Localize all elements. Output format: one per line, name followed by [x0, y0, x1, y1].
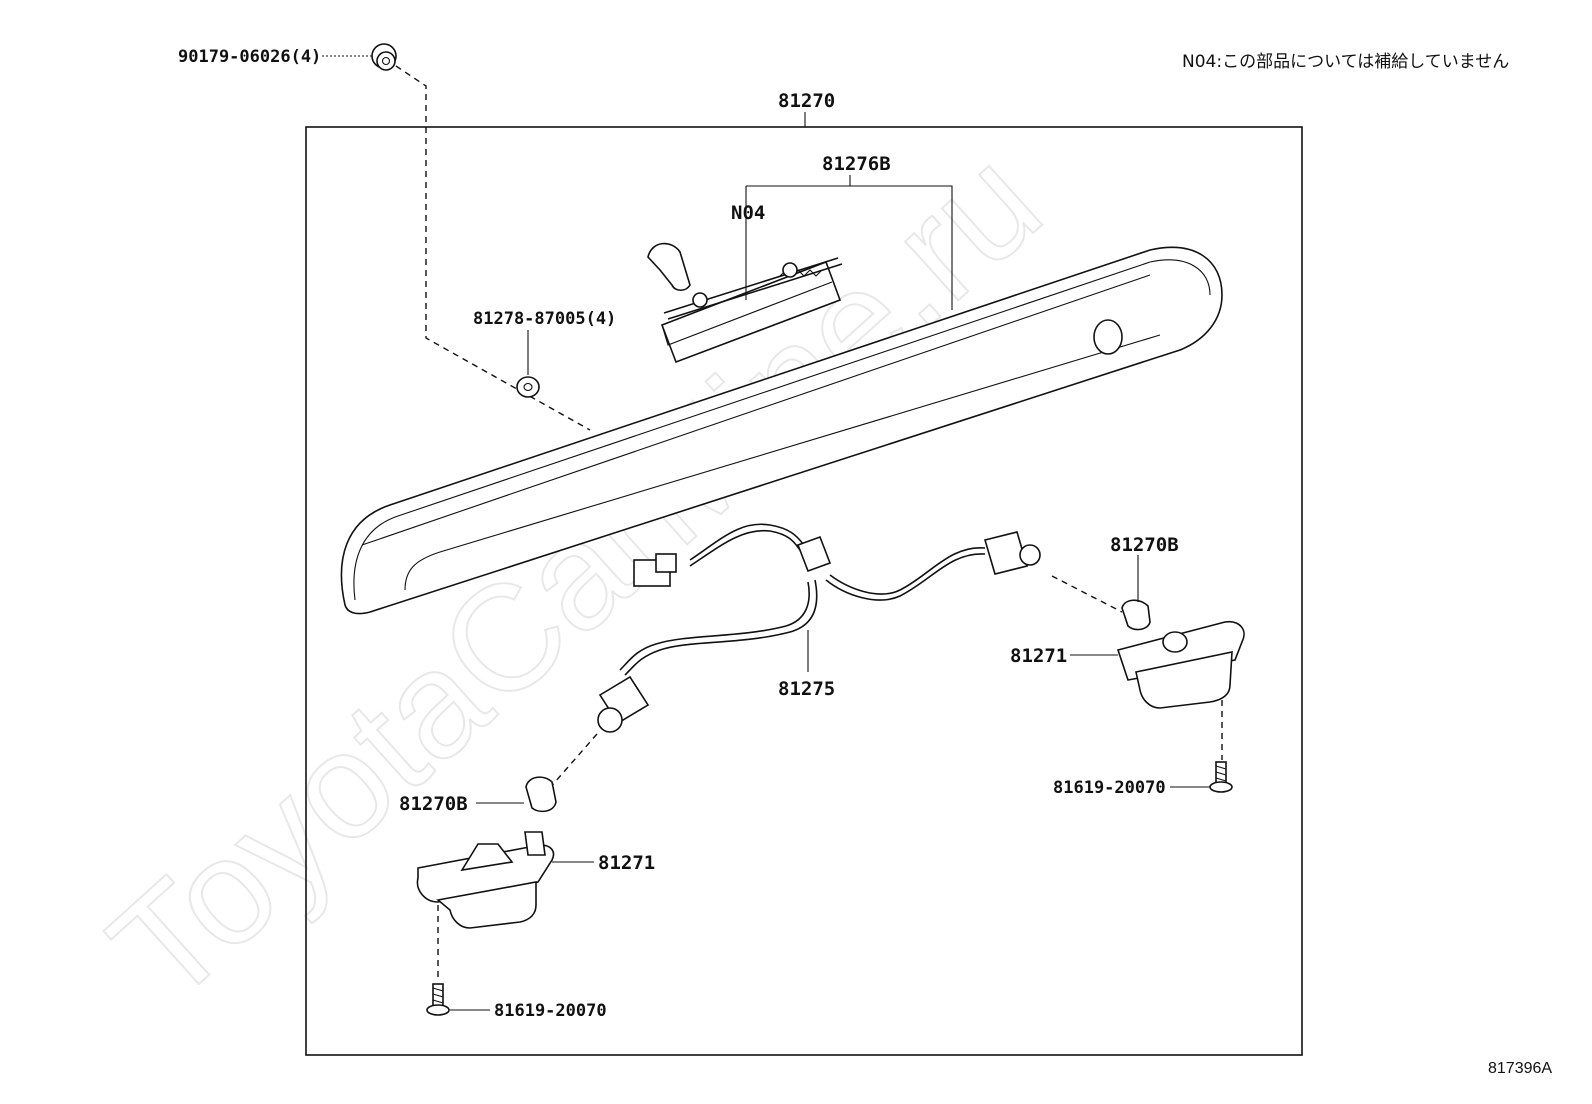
- label-wire: 81275: [778, 678, 835, 700]
- bulb-left: [525, 776, 557, 813]
- wire-harness: [597, 523, 1041, 733]
- bulb-right: [1121, 599, 1151, 631]
- screw-right: [1209, 761, 1233, 793]
- label-lamp-right: 81271: [1010, 645, 1067, 667]
- handle-part: [647, 242, 843, 364]
- label-nut: 90179-06026(4): [178, 47, 321, 67]
- label-bulb-left: 81270B: [399, 793, 468, 815]
- label-lamp-left: 81271: [598, 852, 655, 874]
- screw-left: [426, 983, 450, 1016]
- nut-part: [371, 43, 397, 71]
- label-n04: N04: [731, 202, 765, 224]
- label-assembly: 81270: [778, 90, 835, 112]
- garnish-body: [340, 246, 1223, 615]
- label-washer: 81278-87005(4): [473, 309, 616, 329]
- label-screw-right: 81619-20070: [1053, 778, 1166, 798]
- assembly-frame: [305, 126, 1303, 1056]
- lamp-right: [1116, 620, 1245, 709]
- washer-part: [516, 376, 540, 398]
- label-bulb-right: 81270B: [1110, 534, 1179, 556]
- label-screw-left: 81619-20070: [494, 1001, 607, 1021]
- note-text: N04:この部品については補給していません: [1182, 52, 1509, 72]
- catalog-number: 817396A: [1488, 1060, 1552, 1077]
- lamp-left: [416, 831, 555, 929]
- label-handle: 81276B: [822, 153, 891, 175]
